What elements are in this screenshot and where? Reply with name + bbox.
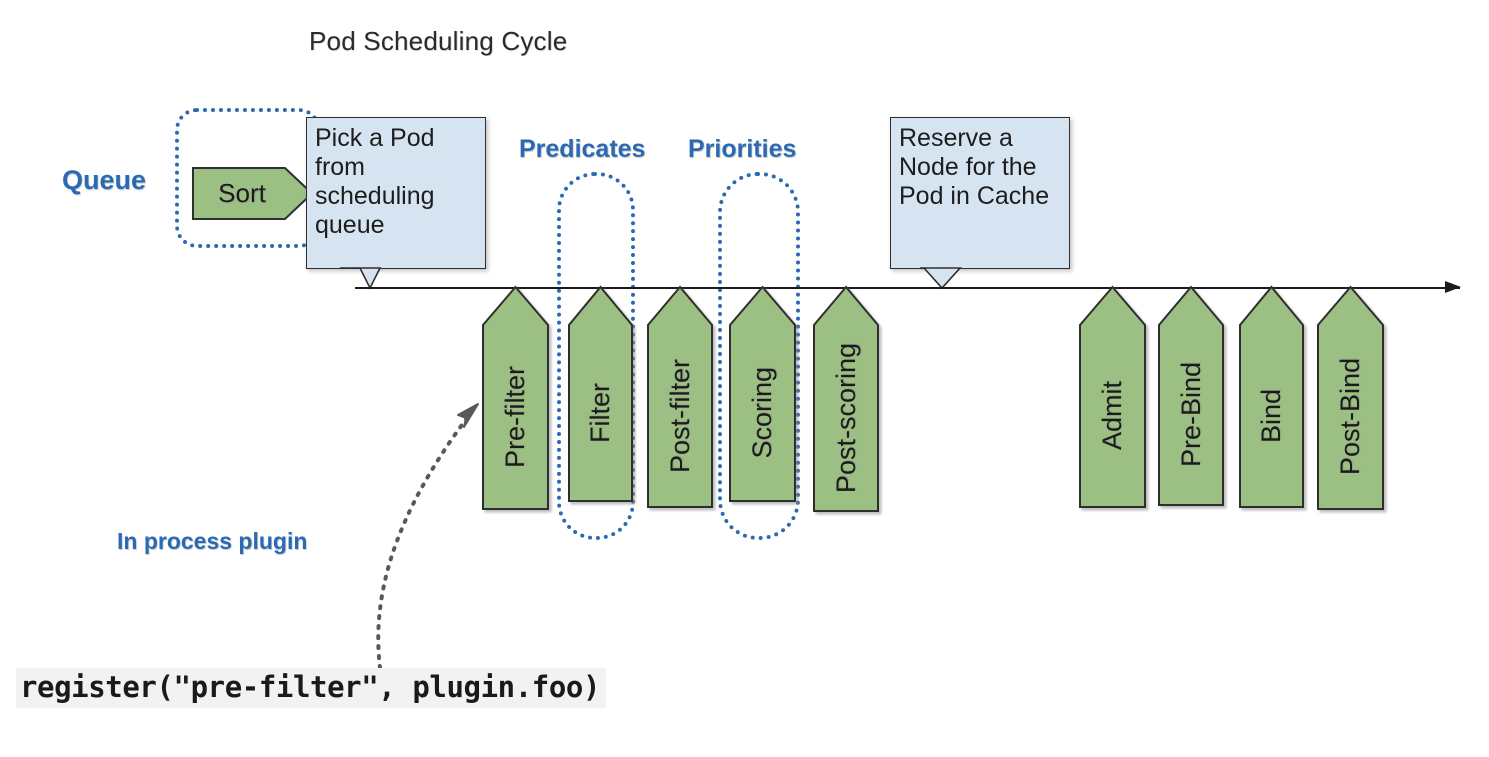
stage-post-filter: Post-filter xyxy=(648,325,712,507)
callout-pick-pod: Pick a Pod from scheduling queue xyxy=(306,117,486,269)
stage-post-scoring-label: Post-scoring xyxy=(830,342,861,494)
stage-pre-bind-label: Pre-Bind xyxy=(1175,362,1206,468)
stage-bind-label: Bind xyxy=(1256,388,1286,444)
code-snippet: register("pre-filter", plugin.foo) xyxy=(16,668,607,708)
priorities-group-outline xyxy=(718,172,800,540)
stage-pre-bind: Pre-Bind xyxy=(1159,325,1223,505)
stage-sort-text: Sort xyxy=(218,178,266,208)
stage-post-bind-label: Post-Bind xyxy=(1335,358,1365,476)
stage-pre-filter-label: Pre-filter xyxy=(500,365,530,468)
stage-filter: Filter xyxy=(569,325,632,501)
predicates-group-outline xyxy=(557,172,635,540)
stage-post-scoring: Post-scoring xyxy=(814,325,878,511)
page-title: Pod Scheduling Cycle xyxy=(309,26,568,56)
stage-admit-label: Admit xyxy=(1097,381,1127,451)
callout-reserve-node-text: Reserve a Node for the Pod in Cache xyxy=(899,124,1050,210)
stage-scoring-label: Scoring xyxy=(747,367,777,459)
callout-pick-pod-text: Pick a Pod from scheduling queue xyxy=(315,124,435,239)
stage-admit: Admit xyxy=(1080,325,1145,507)
stage-pre-filter: Pre-filter xyxy=(483,325,548,509)
timeline-arrowhead-icon xyxy=(1445,281,1461,293)
stage-filter-label: Filter xyxy=(585,383,615,443)
callout-reserve-node: Reserve a Node for the Pod in Cache xyxy=(890,117,1070,269)
predicates-group-label: Predicates xyxy=(519,135,646,163)
stage-sort-label: Sort xyxy=(192,167,314,220)
stage-post-filter-label: Post-filter xyxy=(664,358,695,474)
stage-post-bind: Post-Bind xyxy=(1318,325,1383,509)
stage-bind: Bind xyxy=(1240,325,1303,507)
queue-group-label: Queue xyxy=(62,165,147,195)
stage-scoring: Scoring xyxy=(730,325,795,501)
priorities-group-label: Priorities xyxy=(688,135,797,163)
timeline-axis xyxy=(355,287,1460,289)
in-process-plugin-label: In process plugin xyxy=(117,528,308,554)
